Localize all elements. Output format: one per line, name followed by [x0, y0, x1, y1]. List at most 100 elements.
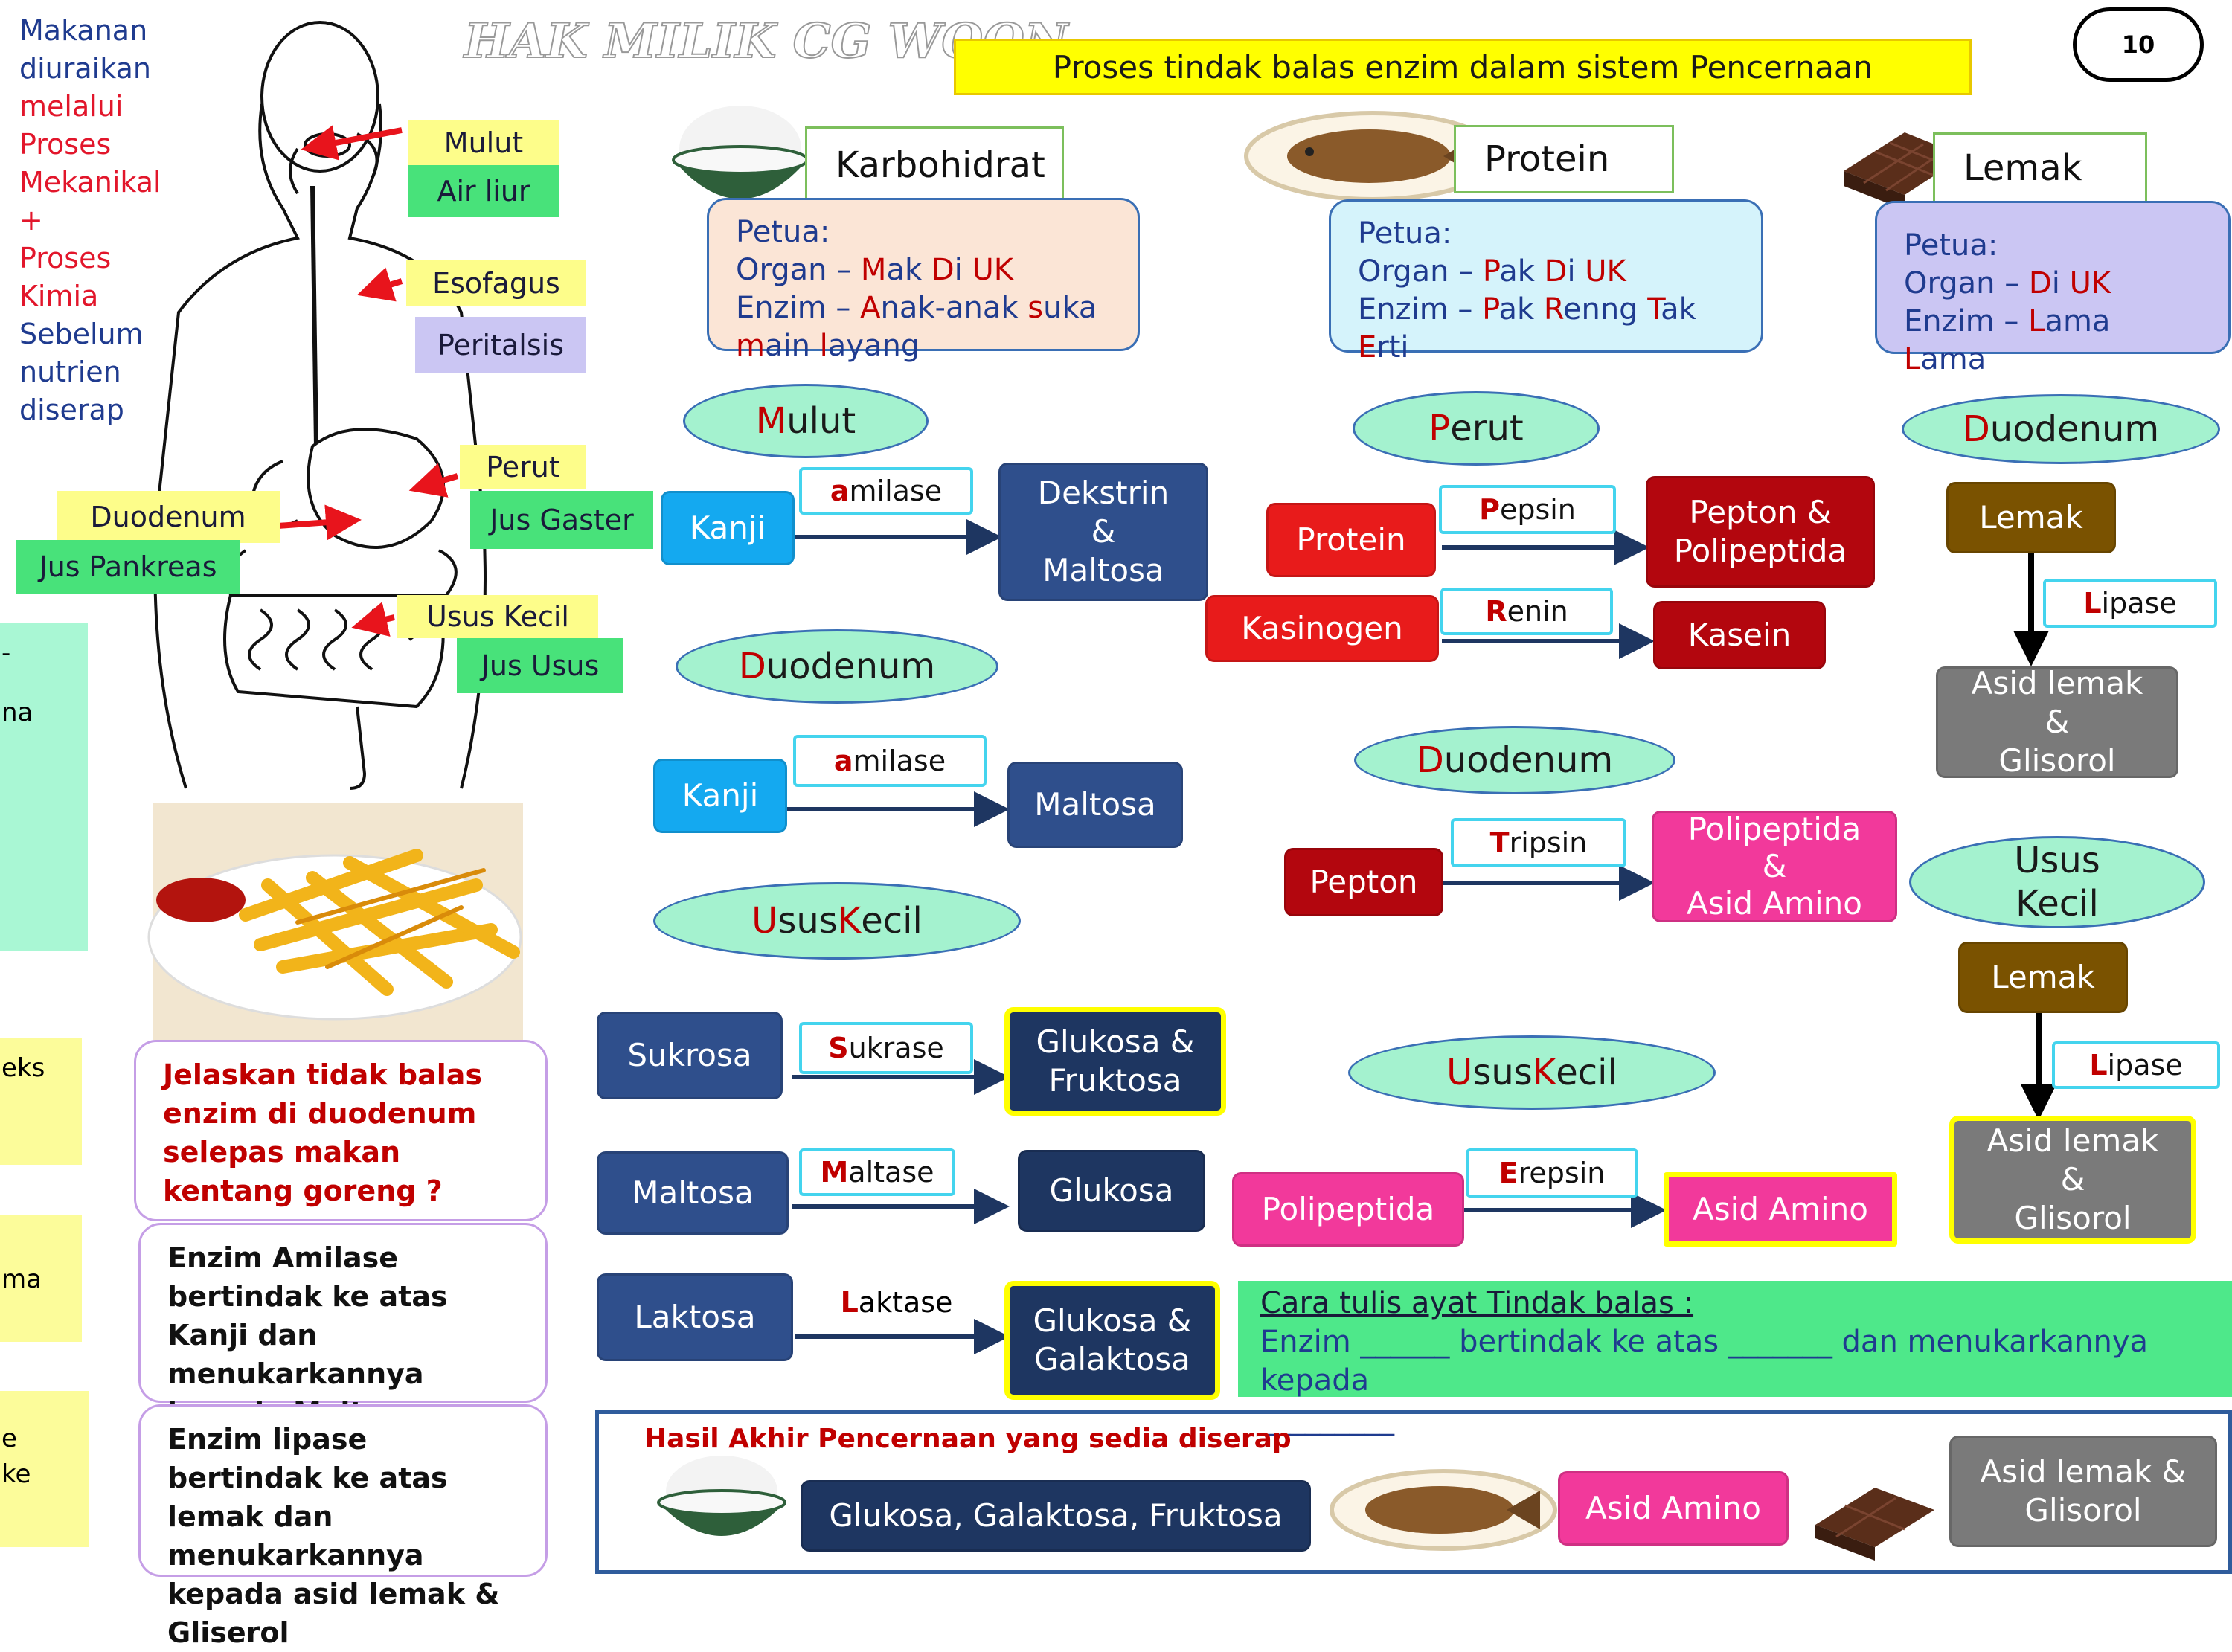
- tip-rest: i: [954, 253, 972, 287]
- product-line: Pepton &: [1689, 494, 1832, 530]
- tip-label: Enzim –: [1904, 304, 2019, 338]
- product-line: Galaktosa: [1034, 1341, 1190, 1378]
- tip-initial: P: [1482, 254, 1500, 289]
- tip-initial: A: [860, 291, 881, 325]
- enzyme-initial: P: [1479, 493, 1500, 526]
- box-kanji: Kanji: [661, 491, 795, 565]
- fish-plate-image-final: [1330, 1469, 1557, 1551]
- label-jus-usus: Jus Usus: [457, 638, 623, 693]
- box-asid-lemak-glisorol: Asid lemak&Glisorol: [1936, 665, 2178, 779]
- product-line: Glukosa &: [1036, 1023, 1195, 1060]
- oval-line: Kecil: [2015, 883, 2099, 925]
- box-asid-lemak-glisorol: Asid lemak&Glisorol: [1949, 1116, 2196, 1244]
- product-line: &: [1762, 848, 1787, 884]
- sentence-template-panel: Cara tulis ayat Tindak balas : Enzim ___…: [1238, 1281, 2232, 1436]
- box-maltosa: Maltosa: [1007, 762, 1183, 848]
- label-jus-pankreas: Jus Pankreas: [16, 540, 240, 594]
- product-line: &: [1091, 513, 1116, 550]
- tip-initial: R: [1543, 292, 1563, 327]
- tip-organ-line: Organ – Mak Di UK: [736, 251, 1111, 289]
- box-polipeptida-asid-amino: Polipeptida&Asid Amino: [1652, 811, 1897, 922]
- tip-rest: i: [1567, 254, 1585, 289]
- fragment: -: [1, 638, 11, 668]
- enzyme-initial: S: [828, 1032, 849, 1064]
- oval-initial: U: [1446, 1052, 1473, 1093]
- fragment: e: [1, 1424, 17, 1453]
- product-line: Asid lemak: [1971, 665, 2143, 701]
- cropped-note-panel: - na: [0, 623, 88, 951]
- tip-enzim-line-2: main layang: [736, 327, 1111, 365]
- header-karbohidrat: Karbohidrat: [805, 126, 1064, 204]
- oval-initial: U: [751, 900, 778, 942]
- product-line: Polipeptida: [1673, 533, 1847, 569]
- oval-rest: erut: [1450, 408, 1524, 449]
- product-line: &: [2060, 1161, 2085, 1198]
- tip-rest: nak-anak: [880, 291, 1028, 325]
- tip-organ-line: Organ – Di UK: [1904, 265, 2201, 303]
- template-line-2: _________: [1260, 1402, 1394, 1436]
- label-jus-gaster: Jus Gaster: [470, 491, 653, 549]
- side-line: Mekanikal: [19, 166, 161, 199]
- tip-rest: ak: [1498, 292, 1544, 327]
- tip-label: Organ –: [736, 253, 852, 287]
- header-protein: Protein: [1454, 125, 1674, 193]
- tip-initial: D: [931, 253, 955, 287]
- enzyme-rest: ukrase: [848, 1032, 944, 1064]
- tip-initial: UK: [1585, 254, 1626, 289]
- tip-title: Petua:: [736, 215, 830, 249]
- label-usus-kecil: Usus Kecil: [397, 595, 598, 638]
- tip-initial: M: [860, 253, 887, 287]
- oval-rest: ecil: [861, 900, 923, 942]
- tip-title: Petua:: [1358, 216, 1452, 251]
- box-kasein: Kasein: [1653, 601, 1826, 669]
- tip-initial: D: [2028, 266, 2052, 300]
- tip-initial: L: [2028, 304, 2045, 338]
- box-laktosa: Laktosa: [597, 1273, 793, 1361]
- product-line: Maltosa: [1042, 552, 1164, 588]
- product-line: Asid Amino: [1687, 885, 1862, 922]
- side-line: Kimia: [19, 280, 99, 312]
- tip-enzim-line: Enzim – Lama Lama: [1904, 303, 2201, 379]
- lipase-arrows: [2013, 553, 2056, 1120]
- oval-rest: ecil: [1556, 1052, 1617, 1093]
- oval-rest: uodenum: [766, 646, 936, 687]
- box-kanji: Kanji: [653, 759, 787, 833]
- enzyme-initial: R: [1485, 595, 1507, 628]
- answer-box-amilase: Enzim Amilase bertindak ke atas Kanji da…: [138, 1223, 548, 1429]
- side-line: +: [19, 204, 43, 237]
- header-lemak: Lemak: [1933, 132, 2147, 204]
- cropped-note: e ke: [0, 1391, 89, 1547]
- oval-rest: uodenum: [1989, 408, 2160, 450]
- enzyme-rest: epsin: [1499, 493, 1576, 526]
- oval-rest: ulut: [786, 400, 856, 442]
- tip-initial: s: [1027, 291, 1044, 325]
- tip-label: Enzim –: [1358, 292, 1473, 327]
- enzyme-rest: milase: [853, 745, 946, 777]
- oval-line: Usus: [2014, 840, 2100, 881]
- label-mulut: Mulut: [408, 120, 559, 165]
- product-line: Asid lemak: [1986, 1122, 2159, 1159]
- product-line: Polipeptida: [1687, 811, 1861, 847]
- label-duodenum: Duodenum: [57, 491, 280, 543]
- tip-protein: Petua: Organ – Pak Di UK Enzim – Pak Ren…: [1329, 199, 1763, 364]
- box-glukosa-galaktosa: Glukosa &Galaktosa: [1004, 1281, 1220, 1400]
- box-maltosa-input: Maltosa: [597, 1151, 789, 1235]
- box-pepton-polipeptida: Pepton &Polipeptida: [1646, 476, 1875, 588]
- tip-rest: ak: [886, 253, 931, 287]
- side-line: melalui: [19, 90, 124, 123]
- tip-organ-line: Organ – Pak Di UK: [1358, 253, 1734, 291]
- enzyme-rest: ipase: [2107, 1049, 2183, 1081]
- box-dekstrin-maltosa: Dekstrin&Maltosa: [998, 463, 1208, 601]
